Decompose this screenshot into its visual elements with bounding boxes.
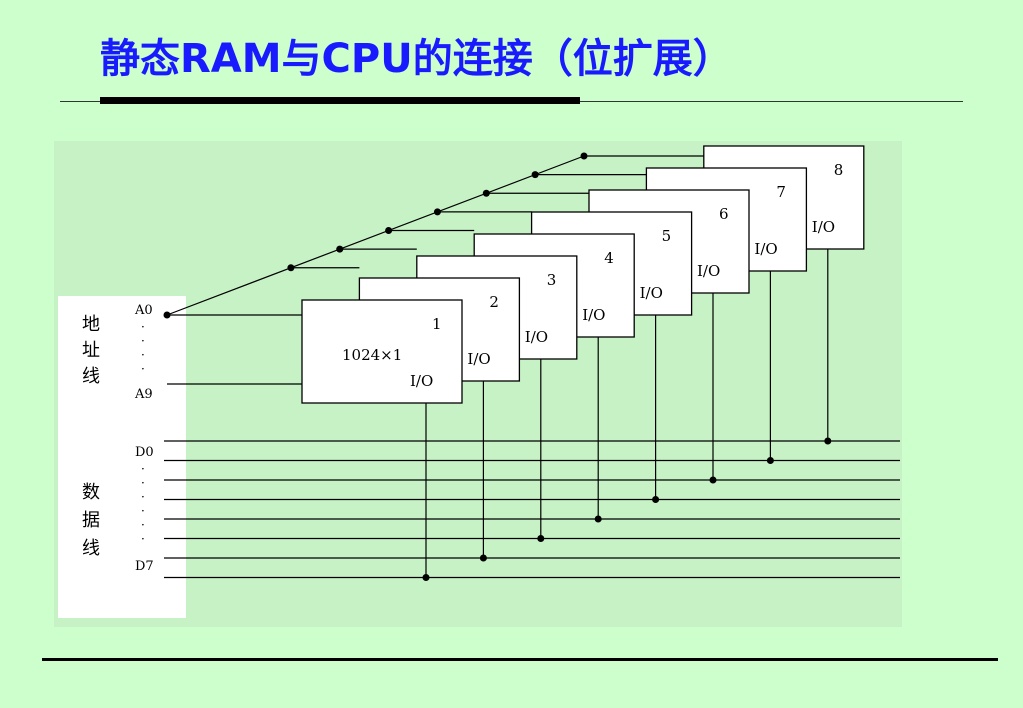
- address-pin-ellipsis: ····: [141, 320, 145, 376]
- svg-text:·: ·: [141, 348, 145, 362]
- data-bus-label-2: 据: [82, 510, 100, 531]
- pin-d0: D0: [135, 445, 154, 460]
- address-bus-label-1: 地: [82, 314, 100, 335]
- svg-text:·: ·: [141, 462, 145, 476]
- io-junction-dot-chip-3: [537, 535, 545, 542]
- svg-text:·: ·: [141, 320, 145, 334]
- address-bus-label-2: 址: [82, 340, 100, 361]
- io-junction-dot-chip-7: [766, 457, 774, 464]
- a0-junction-dot: [163, 311, 171, 319]
- pin-a0: A0: [134, 303, 153, 318]
- chip-8-number: 8: [834, 161, 844, 179]
- chip-1-body: [301, 299, 463, 404]
- a0-diagonal-bus: [166, 155, 585, 316]
- chip-1-spec: 1024×1: [342, 346, 402, 364]
- chip-2-io-label: I/O: [467, 350, 490, 368]
- chip-3-number: 3: [547, 271, 557, 289]
- a0-junction-dot-4: [385, 227, 393, 235]
- title-underline-bar: [100, 97, 580, 104]
- footer-divider: [42, 658, 998, 661]
- address-bus-label-3: 线: [82, 366, 100, 387]
- io-junction-dot-chip-5: [652, 496, 660, 503]
- svg-text:·: ·: [141, 490, 145, 504]
- chip-7-number: 7: [776, 183, 786, 201]
- io-junction-dot-chip-1: [422, 574, 430, 581]
- chip-4-number: 4: [604, 249, 614, 267]
- chip-5-number: 5: [662, 227, 672, 245]
- pin-d7: D7: [135, 559, 154, 574]
- chip-1-io-label: I/O: [410, 372, 433, 390]
- data-bus-label-3: 线: [82, 538, 100, 559]
- a0-junction-dot-2: [287, 264, 295, 272]
- io-junction-dot-chip-6: [709, 476, 717, 484]
- a0-junction-dot-3: [336, 245, 344, 253]
- svg-text:·: ·: [141, 334, 145, 348]
- chip-5-io-label: I/O: [640, 284, 663, 302]
- chip-8-io-label: I/O: [812, 218, 835, 236]
- data-pin-ellipsis: ··· ···: [141, 462, 145, 546]
- chip-1-number: 1: [432, 315, 442, 333]
- io-junction-dot-chip-8: [824, 437, 832, 445]
- a0-junction-dot-6: [482, 189, 490, 197]
- svg-text:·: ·: [141, 362, 145, 376]
- data-bus-label-1: 数: [82, 482, 100, 503]
- io-junction-dot-chip-2: [479, 554, 487, 562]
- chip-6-io-label: I/O: [697, 262, 720, 280]
- chip-3-io-label: I/O: [525, 328, 548, 346]
- svg-text:·: ·: [141, 518, 145, 532]
- bus-label-column: [58, 296, 186, 618]
- a0-junction-dot-8: [580, 152, 588, 160]
- chip-2-number: 2: [489, 293, 499, 311]
- svg-text:·: ·: [141, 532, 145, 546]
- slide-title: 静态RAM与CPU的连接（位扩展）: [100, 36, 733, 82]
- bus-wiring: [163, 152, 900, 581]
- chip-4-io-label: I/O: [582, 306, 605, 324]
- io-junction-dot-chip-4: [594, 515, 602, 523]
- a0-junction-dot-7: [531, 171, 539, 179]
- svg-text:·: ·: [141, 476, 145, 490]
- pin-a9: A9: [134, 387, 153, 402]
- a0-junction-dot-5: [433, 208, 441, 216]
- chip-7-io-label: I/O: [754, 240, 777, 258]
- chip-6-number: 6: [719, 205, 729, 223]
- svg-text:·: ·: [141, 504, 145, 518]
